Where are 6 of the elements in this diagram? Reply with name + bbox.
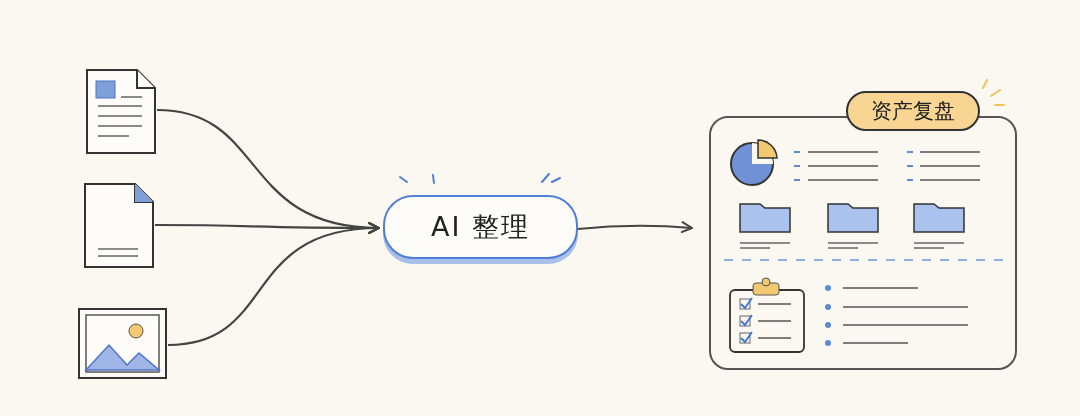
- document-icon: [85, 68, 157, 155]
- document-icon: [83, 182, 155, 268]
- arrow: [167, 222, 380, 347]
- image-icon: [77, 307, 168, 380]
- title-tag: 资产复盘: [846, 91, 980, 131]
- arrow: [577, 221, 693, 234]
